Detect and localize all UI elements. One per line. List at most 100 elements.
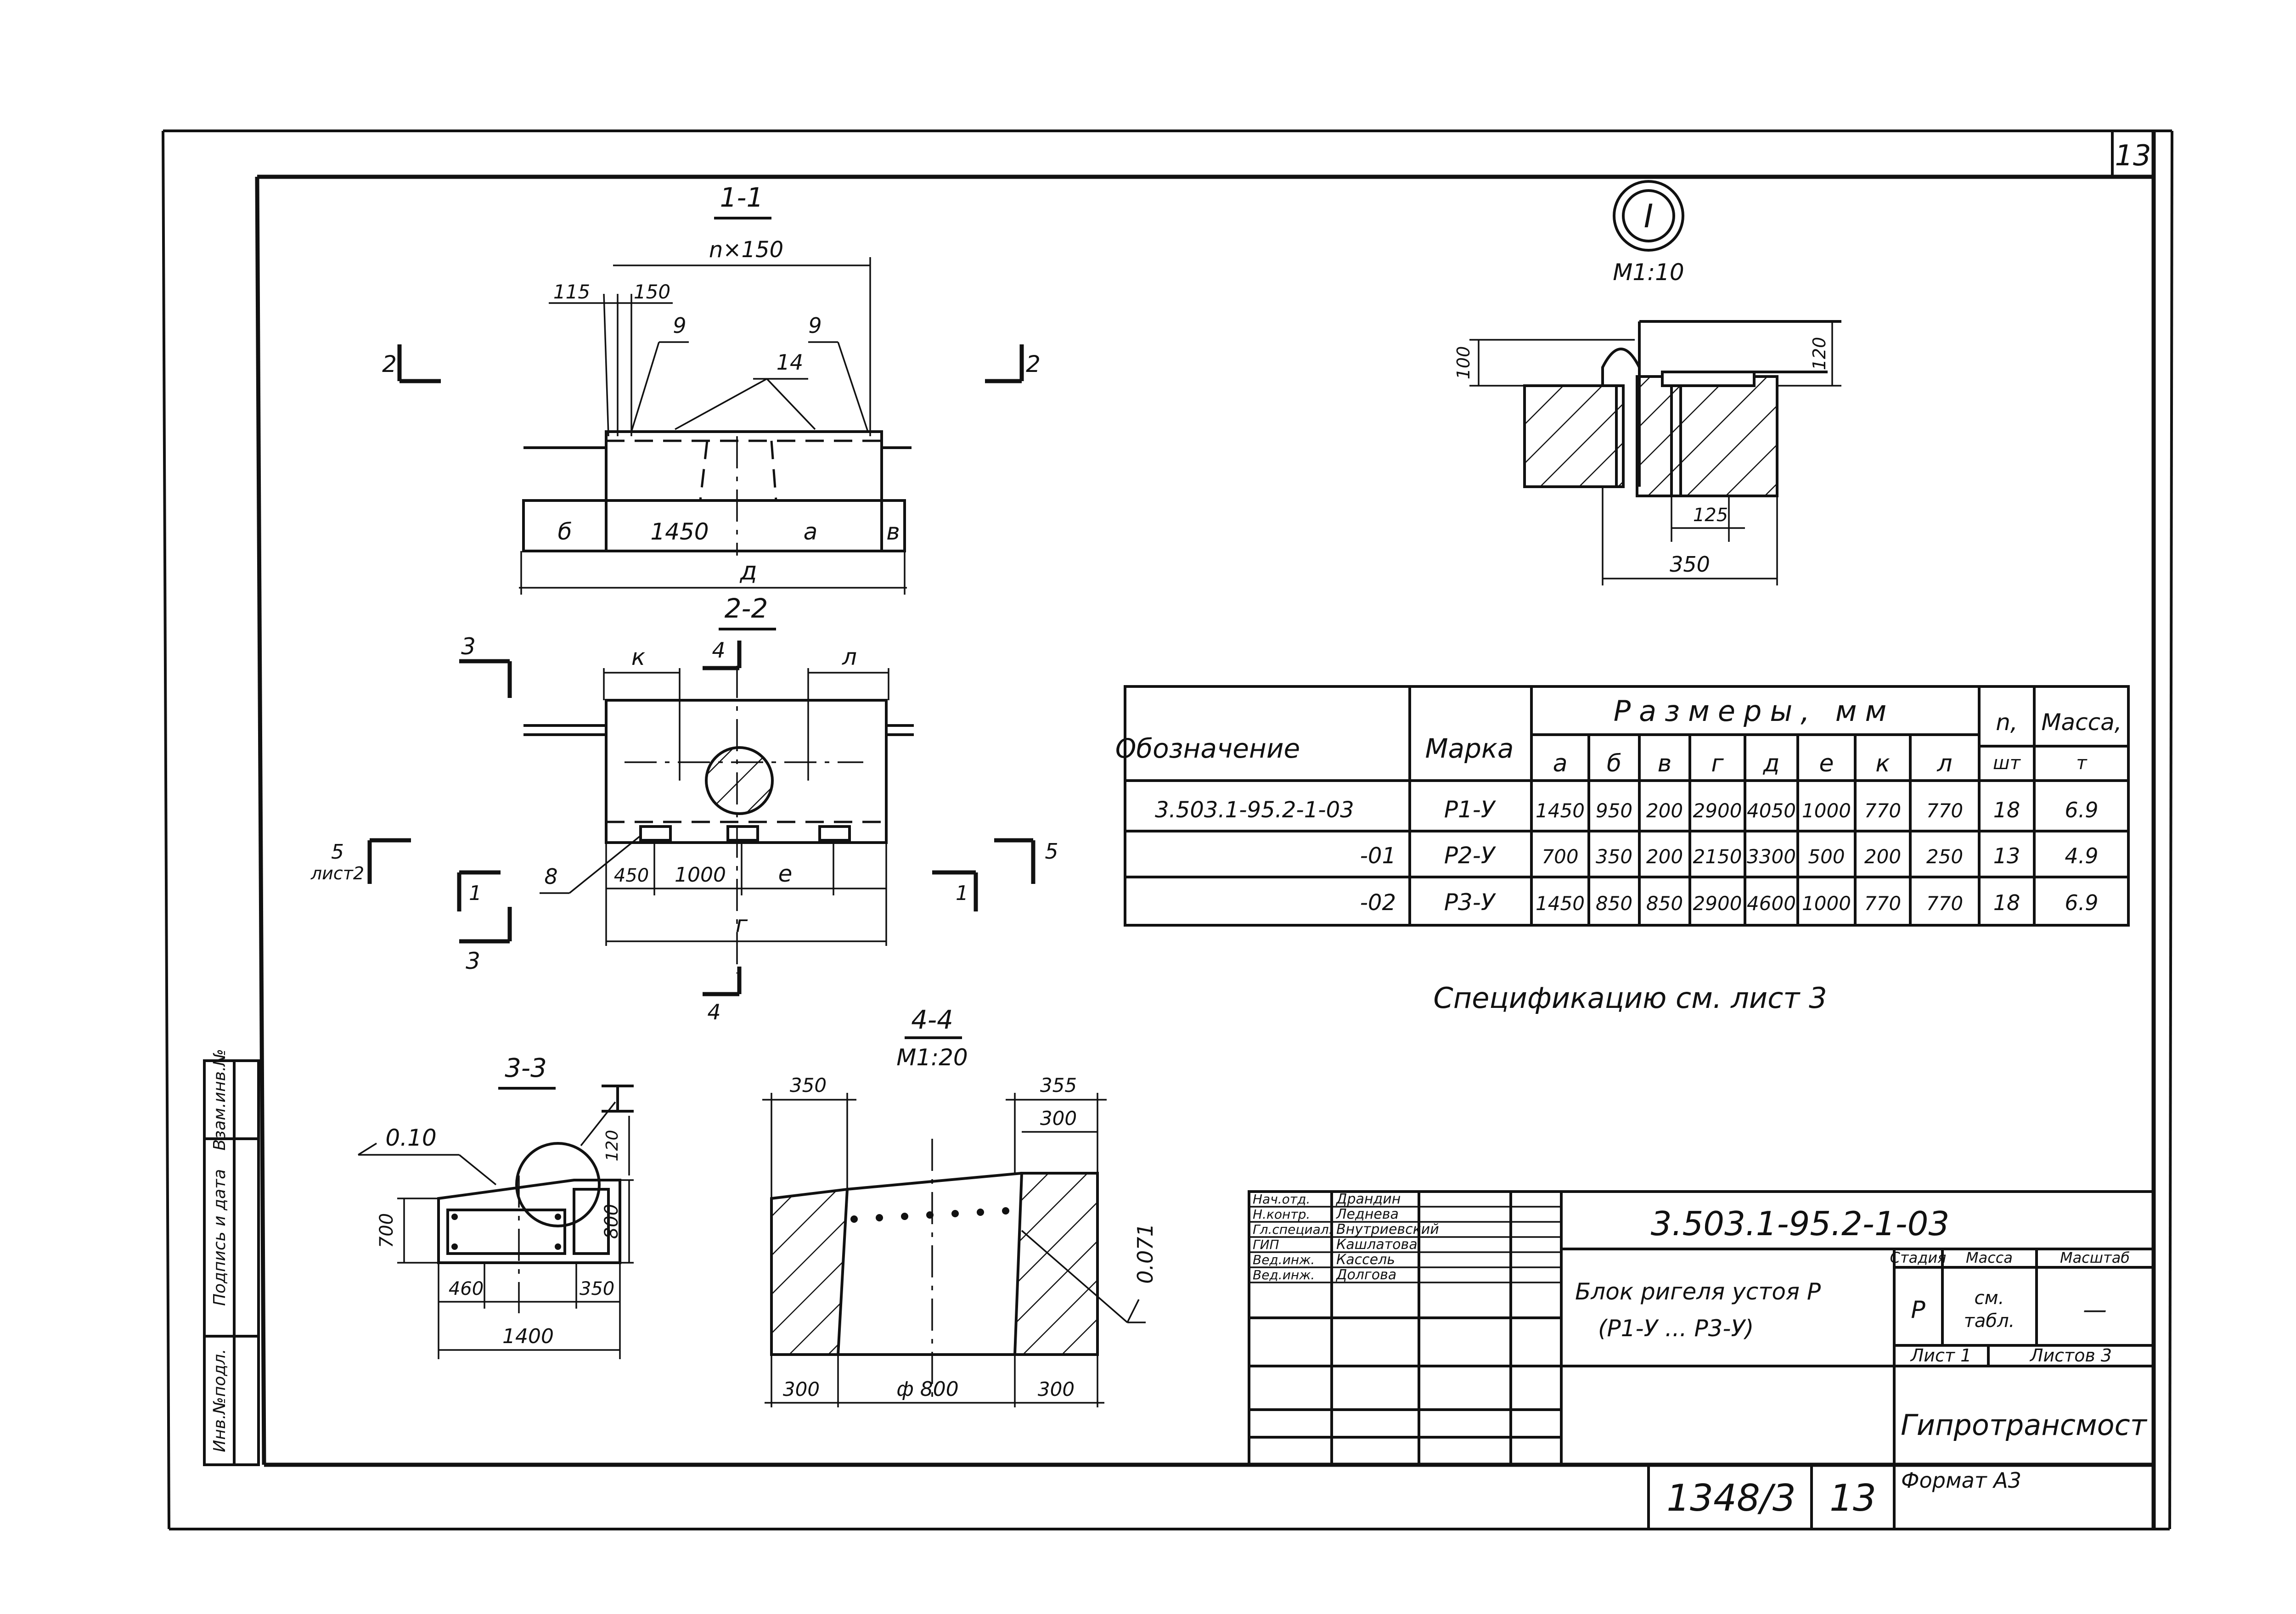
table-cell-size: 200 xyxy=(1864,845,1901,868)
table-cell-size: 3300 xyxy=(1747,845,1796,868)
signature-role: Вед.инж. xyxy=(1253,1267,1315,1282)
size-col-header: в xyxy=(1658,750,1672,777)
mass-value-1: см. xyxy=(1975,1288,2004,1309)
dim-460: 460 xyxy=(449,1278,484,1299)
stage-label: Стадия xyxy=(1890,1249,1947,1266)
table-cell-size: 700 xyxy=(1542,845,1578,868)
dim-120: 120 xyxy=(603,1130,622,1162)
table-cell-size: 4600 xyxy=(1747,892,1796,915)
table-cell-mark: Р1-У xyxy=(1444,796,1497,823)
size-col-header: к xyxy=(1875,750,1890,777)
col-header-n-unit: шт xyxy=(1993,753,2021,774)
dim-top: n×150 xyxy=(709,237,783,263)
dim-b: б xyxy=(558,518,572,545)
dim-700: 700 xyxy=(376,1213,397,1248)
section-scale: М1:20 xyxy=(896,1044,968,1071)
slope: 0.071 xyxy=(1133,1223,1158,1284)
ref-8: 8 xyxy=(544,864,557,889)
dim-d: д xyxy=(739,557,757,585)
signature-role: Нач.отд. xyxy=(1253,1192,1310,1207)
table-cell-designation: -02 xyxy=(1360,890,1396,916)
table-cell-size: 770 xyxy=(1864,892,1901,915)
bottom-strip: 1348/3 13 Формат А3 xyxy=(1647,1465,2021,1529)
dim-355: 355 xyxy=(1040,1074,1077,1097)
dim-300-right: 300 xyxy=(1038,1378,1075,1400)
dim-1450: 1450 xyxy=(650,518,709,545)
dim-450: 450 xyxy=(614,865,649,886)
cut3-top: 3 xyxy=(461,633,476,660)
table-cell-size: 1000 xyxy=(1802,799,1851,822)
table-cell-designation: 3.503.1-95.2-1-03 xyxy=(1155,797,1354,823)
rebar-dot xyxy=(1002,1207,1009,1215)
signature-role: Н.контр. xyxy=(1253,1207,1310,1222)
rebar-dot xyxy=(901,1213,908,1220)
col-header-mark: Марка xyxy=(1425,733,1514,764)
table-cell-size: 770 xyxy=(1864,799,1901,822)
dim-300-left: 300 xyxy=(783,1378,820,1400)
signature-name: Кашлатова xyxy=(1336,1237,1418,1253)
table-cell-n: 13 xyxy=(1993,844,2020,868)
dim-350: 350 xyxy=(1670,552,1710,577)
section-title: 1-1 xyxy=(720,182,764,213)
spec-note: Спецификацию см. лист 3 xyxy=(1433,981,1827,1015)
dim-e: е xyxy=(778,860,793,887)
section-title: 2-2 xyxy=(725,593,768,624)
size-col-header: л xyxy=(1936,750,1952,777)
table-cell-size: 1000 xyxy=(1802,892,1851,915)
archive-number: 1348/3 xyxy=(1666,1477,1795,1519)
dim-100: 100 xyxy=(1453,346,1474,380)
size-col-header: б xyxy=(1607,750,1621,777)
dim-a: а xyxy=(804,518,818,545)
size-col-header: е xyxy=(1819,750,1834,777)
stage-value: Р xyxy=(1911,1296,1925,1324)
sheet-number: 13 xyxy=(2115,139,2151,172)
size-col-header: г xyxy=(1711,750,1724,777)
rebar-dot xyxy=(951,1210,959,1217)
cut5-left: 5 xyxy=(331,840,344,864)
table-cell-mark: Р3-У xyxy=(1444,889,1497,916)
section-4-4: 4-4 М1:20 350 355 300 0.071 300 ф 800 xyxy=(762,1005,1158,1407)
scale-value: — xyxy=(2083,1296,2107,1324)
dim-120: 120 xyxy=(1809,337,1829,371)
table-cell-size: 950 xyxy=(1596,799,1632,822)
table-cell-size: 2150 xyxy=(1693,845,1742,868)
sheet-label: Лист 1 xyxy=(1910,1345,1972,1366)
col-header-mass: Масса, xyxy=(2041,709,2122,736)
col-header-mass-unit: т xyxy=(2076,753,2088,774)
dim-g: г xyxy=(736,911,748,938)
table-cell-size: 200 xyxy=(1646,845,1683,868)
table-cell-size: 250 xyxy=(1926,845,1963,868)
dim-150: 150 xyxy=(634,281,670,303)
dim-1400: 1400 xyxy=(502,1325,554,1348)
detail-I: I М1:10 100 120 125 350 xyxy=(1453,180,1841,585)
col-header-sizes: Размеры, мм xyxy=(1614,694,1895,728)
dim-k: к xyxy=(631,644,645,670)
table-cell-mark: Р2-У xyxy=(1444,842,1497,869)
col-header-n: n, xyxy=(1996,709,2018,736)
mass-label: Масса xyxy=(1966,1249,2013,1266)
table-cell-size: 770 xyxy=(1926,799,1963,822)
dim-1000: 1000 xyxy=(675,863,726,887)
cut-left: 2 xyxy=(382,351,397,377)
signature-name: Кассель xyxy=(1336,1252,1395,1268)
signature-name: Долгова xyxy=(1335,1267,1396,1283)
ref-9a: 9 xyxy=(673,313,686,338)
cut1-mark-right: 1 xyxy=(956,882,968,905)
dim-350: 350 xyxy=(580,1278,614,1299)
table-cell-size: 4050 xyxy=(1747,799,1796,822)
detail-scale: М1:10 xyxy=(1613,259,1684,286)
format: Формат А3 xyxy=(1901,1468,2021,1493)
size-col-header: а xyxy=(1553,750,1568,777)
doc-code: 3.503.1-95.2-1-03 xyxy=(1651,1204,1950,1243)
detail-mark: I xyxy=(1644,197,1654,235)
table-cell-size: 850 xyxy=(1646,892,1683,915)
table-cell-size: 850 xyxy=(1596,892,1632,915)
section-3-3: 3-3 0.10 700 800 120 460 3 xyxy=(358,1053,634,1359)
cut-right: 2 xyxy=(1026,351,1041,377)
signature-role: ГИП xyxy=(1253,1237,1279,1252)
mass-value-2: табл. xyxy=(1964,1310,2015,1332)
cut3-bottom: 3 xyxy=(466,948,480,974)
table-cell-n: 18 xyxy=(1993,890,2020,915)
cut4-bottom: 4 xyxy=(707,1000,720,1024)
